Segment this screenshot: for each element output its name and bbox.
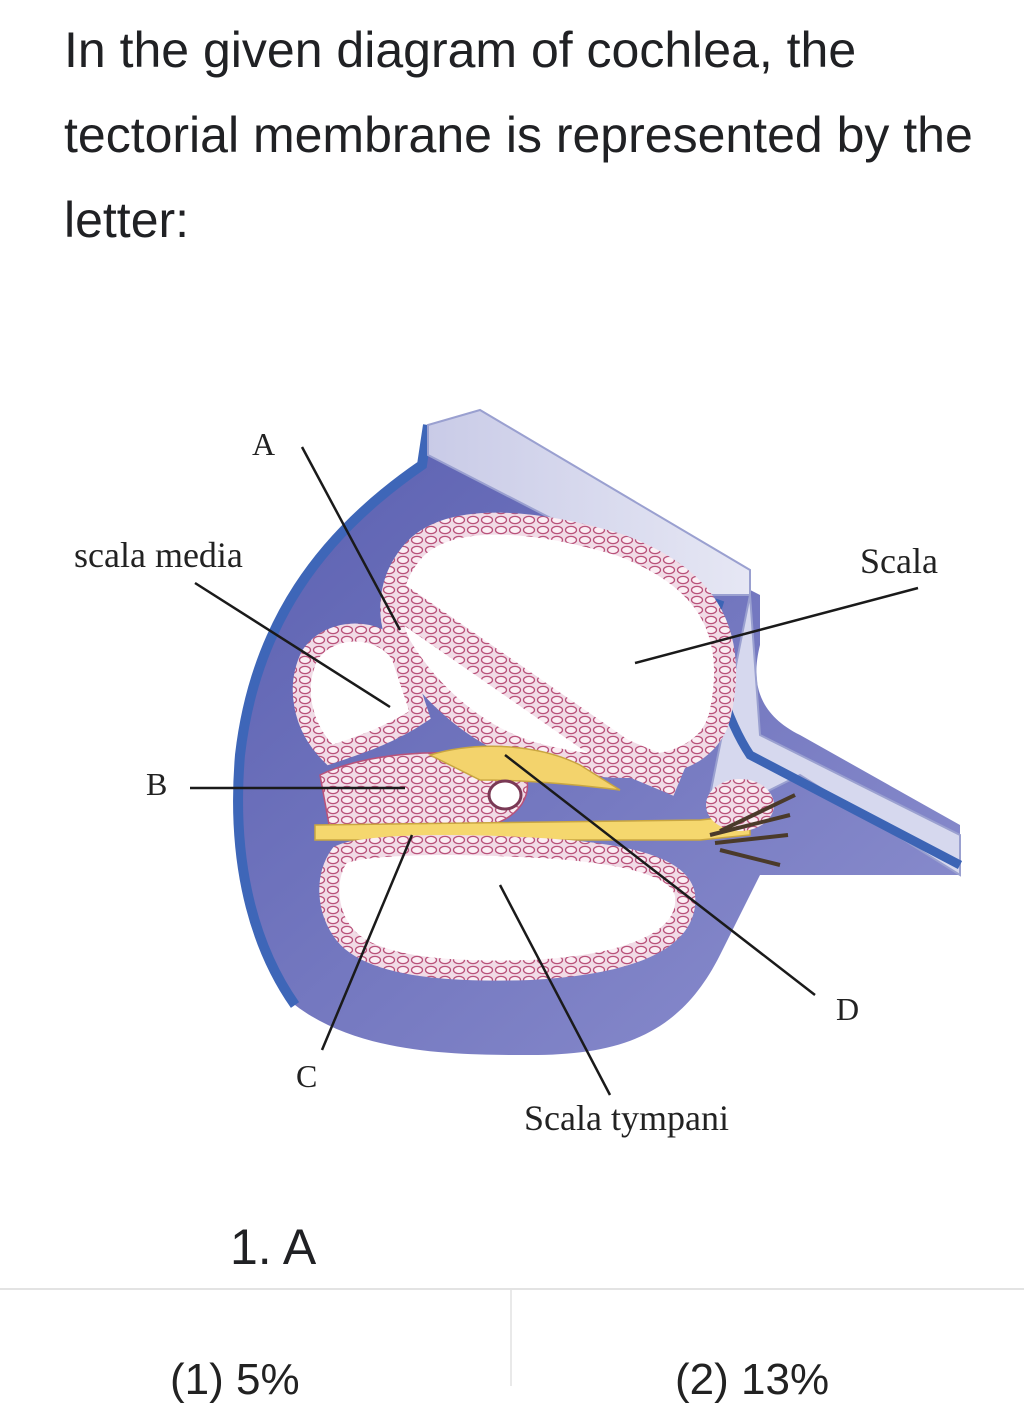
label-scala: Scala [860, 541, 938, 581]
scala-tympani-chamber [319, 835, 696, 981]
answer-option-1[interactable]: 1. A [230, 1219, 317, 1275]
divider [0, 1288, 1024, 1290]
option-stat-1: (1) 5% [170, 1355, 300, 1404]
tectorial-membrane [427, 745, 621, 791]
leader-lines [190, 446, 919, 1096]
wall-edge [233, 424, 433, 1008]
label-scala-media: scala media [74, 535, 243, 575]
label-scala-tympani: Scala tympani [524, 1098, 729, 1138]
label-c: C [296, 1058, 317, 1094]
label-a: A [252, 426, 275, 462]
label-b: B [146, 766, 167, 802]
label-d: D [836, 991, 859, 1027]
tunnel-of-corti [487, 779, 523, 811]
reissner-membrane-cells [380, 581, 687, 796]
nerve-fibres [709, 793, 796, 867]
column-divider [510, 1290, 512, 1386]
spiral-ganglion [706, 779, 774, 831]
option-stat-2: (2) 13% [675, 1355, 830, 1404]
basilar-membrane [314, 814, 751, 841]
cochlea-diagram-svg: A scala media Scala B D C Scala tympani [74, 408, 963, 1138]
scala-media-chamber [292, 623, 431, 766]
question-text: In the given diagram of cochlea, the tec… [64, 22, 973, 248]
cochlea-diagram: A scala media Scala B D C Scala tympani [60, 395, 970, 1165]
